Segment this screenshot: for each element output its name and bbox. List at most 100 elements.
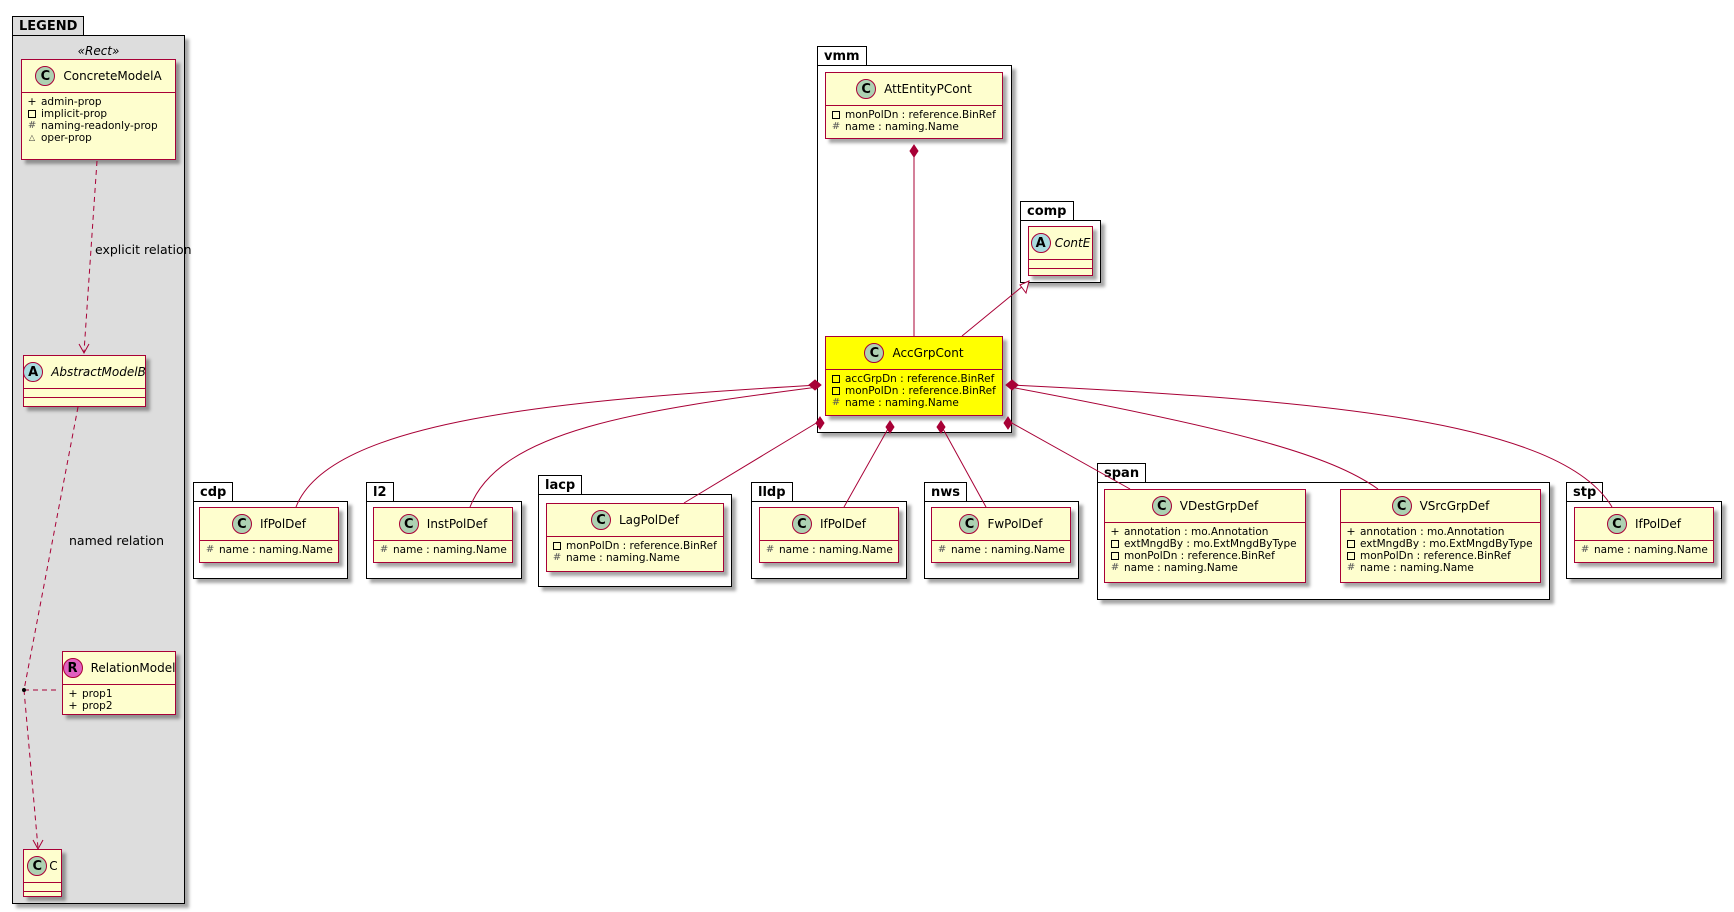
attr: monPolDn : reference.BinRef [1360, 550, 1511, 562]
class-name: RelationModel [90, 661, 176, 675]
relation-r-icon: R [62, 658, 83, 678]
attr: name : naming.Name [845, 121, 959, 133]
package-tab: stp [1566, 482, 1604, 502]
attr: name : naming.Name [393, 544, 507, 556]
protected-icon [1111, 564, 1119, 572]
class-name: ConcreteModelA [63, 69, 162, 83]
legend-concrete-class[interactable]: «Rect» C ConcreteModelA admin-prop impli… [21, 44, 176, 160]
named-relation-label: named relation [69, 533, 164, 548]
class-c-icon: C [959, 514, 980, 534]
attr: annotation : mo.Annotation [1360, 526, 1505, 538]
public-icon [69, 690, 77, 698]
private-icon [1111, 552, 1119, 560]
public-icon [69, 702, 77, 710]
class-lldp-ifpoldef[interactable]: C IfPolDef name : naming.Name [759, 507, 899, 563]
protected-icon [938, 546, 946, 554]
class-name: AbstractModelB [51, 365, 146, 379]
package-tab: lldp [751, 482, 793, 502]
class-l2-instpoldef[interactable]: C InstPolDef name : naming.Name [373, 507, 513, 563]
protected-icon [1347, 564, 1355, 572]
attr: extMngdBy : mo.ExtMngdByType [1360, 538, 1533, 550]
attr: naming-readonly-prop [41, 120, 158, 132]
class-c-icon: C [27, 856, 48, 876]
class-name: InstPolDef [426, 517, 488, 531]
package-tab: lacp [538, 475, 583, 495]
class-c-icon: C [1606, 514, 1627, 534]
class-span-vsrcgrpdef[interactable]: C VSrcGrpDef annotation : mo.Annotation … [1340, 489, 1541, 583]
package-tab: nws [924, 482, 968, 502]
attr: monPolDn : reference.BinRef [845, 109, 996, 121]
class-att-entity-pcont[interactable]: C AttEntityPCont monPolDn : reference.Bi… [825, 72, 1003, 139]
class-cdp-ifpoldef[interactable]: C IfPolDef name : naming.Name [199, 507, 339, 563]
public-icon [28, 98, 36, 106]
class-name: C [49, 859, 58, 873]
private-icon [1347, 540, 1355, 548]
package-visibility-icon [28, 134, 36, 142]
protected-icon [553, 554, 561, 562]
attr: prop1 [82, 688, 113, 700]
legend-stereotype: «Rect» [77, 44, 120, 58]
protected-icon [832, 123, 840, 131]
attr: name : naming.Name [1594, 544, 1708, 556]
legend-package-tab: LEGEND [12, 16, 85, 36]
class-name: IfPolDef [1634, 517, 1682, 531]
legend-abstract-class[interactable]: A AbstractModelB [23, 355, 146, 407]
protected-icon [206, 546, 214, 554]
attr: name : naming.Name [845, 397, 959, 409]
class-stp-ifpoldef[interactable]: C IfPolDef name : naming.Name [1574, 507, 1714, 563]
legend-c-class[interactable]: C C [23, 849, 62, 897]
attr: implicit-prop [41, 108, 108, 120]
attr: annotation : mo.Annotation [1124, 526, 1269, 538]
class-c-icon: C [1151, 496, 1172, 516]
private-icon [1111, 540, 1119, 548]
attr: prop2 [82, 700, 113, 712]
class-name: ContE [1054, 236, 1091, 250]
protected-icon [832, 399, 840, 407]
legend-package-body [12, 35, 185, 904]
class-c-icon: C [398, 514, 419, 534]
class-c-icon: C [864, 343, 885, 363]
public-icon [1347, 528, 1355, 536]
legend-relation-class[interactable]: R RelationModel prop1 prop2 [62, 651, 176, 715]
protected-icon [28, 122, 36, 130]
class-c-icon: C [231, 514, 252, 534]
attr: monPolDn : reference.BinRef [845, 385, 996, 397]
class-name: IfPolDef [259, 517, 307, 531]
attr: name : naming.Name [566, 552, 680, 564]
class-c-icon: C [1391, 496, 1412, 516]
protected-icon [1581, 546, 1589, 554]
abstract-a-icon: A [23, 362, 44, 382]
attr: name : naming.Name [219, 544, 333, 556]
attr: admin-prop [41, 96, 102, 108]
attr: name : naming.Name [779, 544, 893, 556]
private-icon [1347, 552, 1355, 560]
abstract-a-icon: A [1030, 233, 1051, 253]
class-acc-grp-cont[interactable]: C AccGrpCont accGrpDn : reference.BinRef… [825, 336, 1003, 416]
class-nws-fwpoldef[interactable]: C FwPolDef name : naming.Name [931, 507, 1071, 563]
attr: accGrpDn : reference.BinRef [845, 373, 995, 385]
class-c-icon: C [591, 510, 611, 530]
package-tab: comp [1020, 201, 1074, 221]
class-cont-e[interactable]: A ContE [1028, 226, 1093, 276]
attr: extMngdBy : mo.ExtMngdByType [1124, 538, 1297, 550]
class-span-vdestgrpdef[interactable]: C VDestGrpDef annotation : mo.Annotation… [1104, 489, 1306, 583]
private-icon [832, 111, 840, 119]
class-c-icon: C [856, 79, 877, 99]
class-name: AccGrpCont [892, 346, 964, 360]
private-icon [28, 110, 36, 118]
protected-icon [380, 546, 388, 554]
class-c-icon: C [791, 514, 812, 534]
protected-icon [766, 546, 774, 554]
class-c-icon: C [35, 66, 56, 86]
class-name: VSrcGrpDef [1419, 499, 1490, 513]
package-tab: span [1097, 463, 1147, 483]
attr: name : naming.Name [951, 544, 1065, 556]
private-icon [832, 375, 840, 383]
attr: monPolDn : reference.BinRef [1124, 550, 1275, 562]
private-icon [553, 542, 561, 550]
class-name: VDestGrpDef [1179, 499, 1259, 513]
private-icon [832, 387, 840, 395]
package-tab: l2 [366, 482, 394, 502]
attr: oper-prop [41, 132, 92, 144]
class-lacp-lagpoldef[interactable]: C LagPolDef monPolDn : reference.BinRef … [546, 503, 724, 572]
